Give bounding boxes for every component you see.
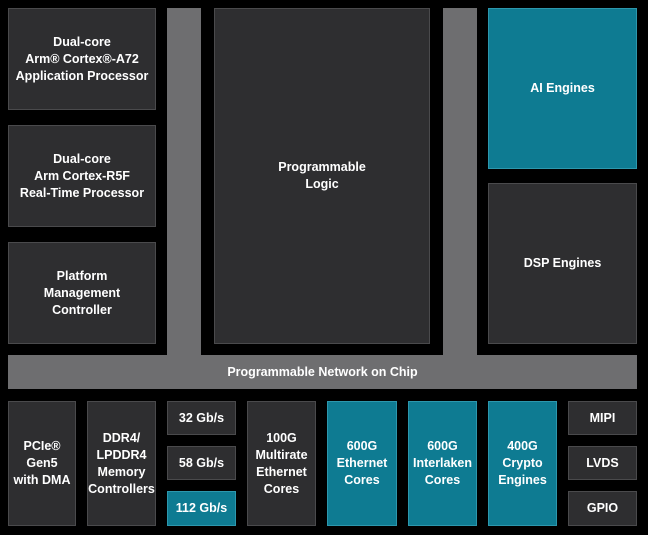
pcie-label: PCIe® Gen5 with DMA bbox=[13, 439, 71, 487]
crypto-engines-label: 400G Crypto Engines bbox=[498, 439, 547, 487]
mipi-block: MIPI bbox=[568, 401, 637, 435]
pcie-block: PCIe® Gen5 with DMA bbox=[8, 401, 76, 526]
crypto-engines-block: 400G Crypto Engines bbox=[488, 401, 557, 526]
transceiver-112g-block: 112 Gb/s bbox=[167, 491, 236, 526]
platform-management-block: Platform Management Controller bbox=[8, 242, 156, 344]
dsp-engines-block: DSP Engines bbox=[488, 183, 637, 344]
ethernet-600g-label: 600G Ethernet Cores bbox=[336, 439, 388, 487]
pl-interconnect-right bbox=[443, 8, 477, 358]
gpio-block: GPIO bbox=[568, 491, 637, 526]
multirate-ethernet-block: 100G Multirate Ethernet Cores bbox=[247, 401, 316, 526]
interlaken-600g-label: 600G Interlaken Cores bbox=[412, 439, 473, 487]
transceiver-32g-label: 32 Gb/s bbox=[178, 410, 225, 425]
application-processor-label: Dual-core Arm® Cortex®-A72 Application P… bbox=[15, 34, 149, 83]
memory-controllers-label: DDR4/ LPDDR4 Memory Controllers bbox=[88, 430, 155, 496]
transceiver-58g-label: 58 Gb/s bbox=[178, 455, 225, 470]
real-time-processor-label: Dual-core Arm Cortex-R5F Real-Time Proce… bbox=[19, 151, 145, 200]
gpio-label: GPIO bbox=[586, 501, 619, 515]
transceiver-58g-block: 58 Gb/s bbox=[167, 446, 236, 480]
transceiver-32g-block: 32 Gb/s bbox=[167, 401, 236, 435]
ai-engines-block: AI Engines bbox=[488, 8, 637, 169]
mipi-label: MIPI bbox=[589, 410, 616, 425]
transceiver-112g-label: 112 Gb/s bbox=[175, 501, 228, 515]
network-on-chip: Programmable Network on Chip bbox=[8, 355, 637, 389]
lvds-block: LVDS bbox=[568, 446, 637, 480]
memory-controllers-block: DDR4/ LPDDR4 Memory Controllers bbox=[87, 401, 156, 526]
programmable-logic-block: Programmable Logic bbox=[214, 8, 430, 344]
dsp-engines-label: DSP Engines bbox=[523, 256, 602, 270]
application-processor-block: Dual-core Arm® Cortex®-A72 Application P… bbox=[8, 8, 156, 110]
lvds-label: LVDS bbox=[586, 455, 619, 470]
platform-management-label: Platform Management Controller bbox=[43, 268, 121, 317]
ethernet-600g-block: 600G Ethernet Cores bbox=[327, 401, 397, 526]
programmable-logic-label: Programmable Logic bbox=[278, 160, 366, 191]
real-time-processor-block: Dual-core Arm Cortex-R5F Real-Time Proce… bbox=[8, 125, 156, 227]
pl-interconnect-left bbox=[167, 8, 201, 358]
interlaken-600g-block: 600G Interlaken Cores bbox=[408, 401, 477, 526]
ai-engines-label: AI Engines bbox=[530, 81, 595, 95]
network-on-chip-label: Programmable Network on Chip bbox=[227, 364, 418, 379]
multirate-ethernet-label: 100G Multirate Ethernet Cores bbox=[255, 430, 308, 496]
